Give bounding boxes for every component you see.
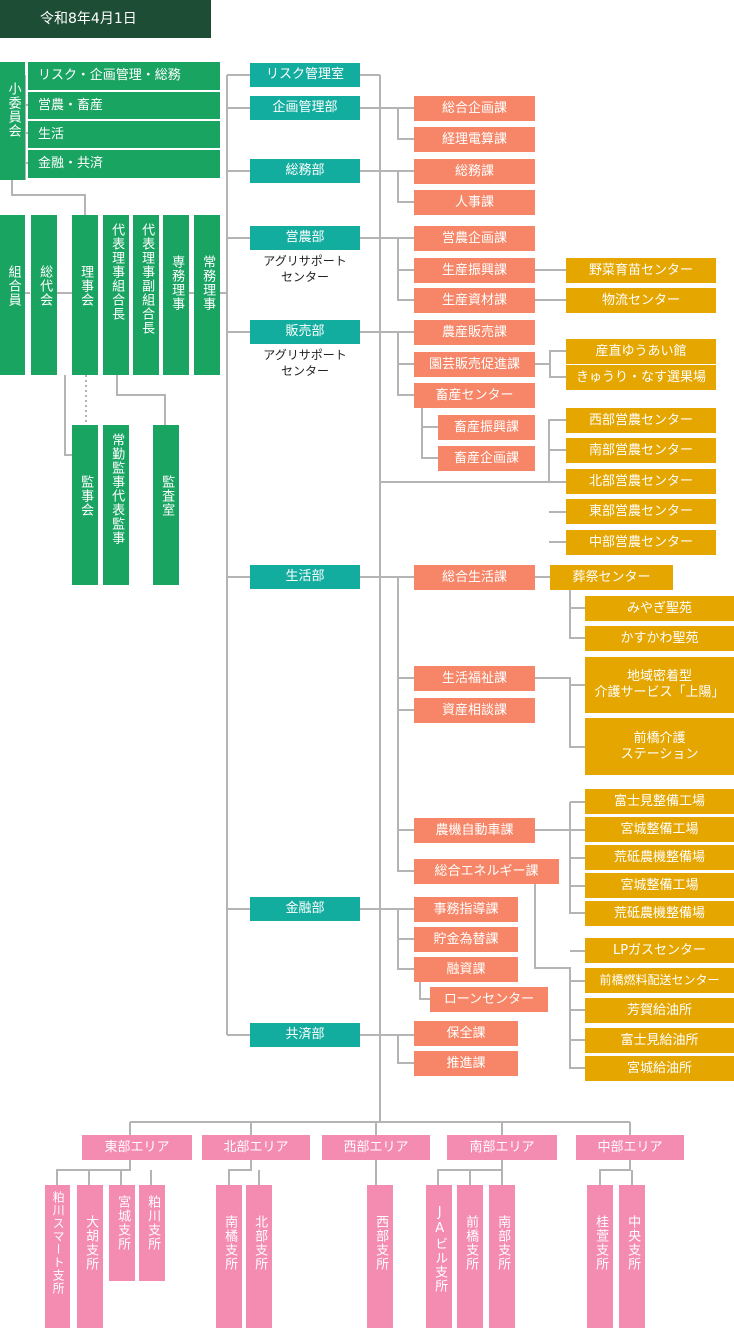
branch-west-1: 西部支所 xyxy=(367,1185,393,1328)
rep-auditor-box: 常勤監事代表監事 xyxy=(103,425,129,585)
farming-center-south: 南部営農センター xyxy=(566,438,716,463)
section-sales-1: 農産販売課 xyxy=(414,320,535,345)
senior-director-box: 専務理事 xyxy=(163,215,189,375)
branch-north-1: 南橘支所 xyxy=(216,1185,242,1328)
section-sales-2: 園芸販売促進課 xyxy=(414,352,535,377)
farming-center-central: 中部営農センター xyxy=(566,530,716,555)
section-life-1: 総合生活課 xyxy=(414,565,535,590)
machinery-2: 宮城整備工場 xyxy=(585,817,734,842)
section-finance-1: 事務指導課 xyxy=(414,897,518,922)
branch-north-2: 北部支所 xyxy=(246,1185,272,1328)
section-farming-3: 生産資材課 xyxy=(414,288,535,313)
dept-risk: リスク管理室 xyxy=(250,63,360,87)
committee-title: 小委員会 xyxy=(0,62,25,180)
energy-1: LPガスセンター xyxy=(585,938,734,963)
branch-east-1: 粕川スマート支所 xyxy=(45,1185,70,1328)
dept-life: 生活部 xyxy=(250,565,360,589)
dept-general: 総務部 xyxy=(250,159,360,183)
branch-central-2: 中央支所 xyxy=(619,1185,645,1328)
farming-center-north: 北部営農センター xyxy=(566,469,716,494)
energy-4: 富士見給油所 xyxy=(585,1028,734,1053)
committee-item-risk: リスク・企画管理・総務 xyxy=(28,62,220,90)
committee-item-finance: 金融・共済 xyxy=(28,150,220,178)
center-seedling: 野菜育苗センター xyxy=(566,258,716,283)
machinery-5: 荒砥農機整備場 xyxy=(585,901,734,926)
section-life-2: 生活福祉課 xyxy=(414,666,535,691)
branch-east-3: 宮城支所 xyxy=(109,1185,135,1281)
members-box: 組合員 xyxy=(0,215,25,375)
area-central: 中部エリア xyxy=(576,1135,684,1160)
loan-center: ローンセンター xyxy=(430,987,548,1012)
general-meeting-box: 総代会 xyxy=(31,215,57,375)
area-south: 南部エリア xyxy=(447,1135,557,1160)
board-box: 理事会 xyxy=(72,215,98,375)
machinery-3: 荒砥農機整備場 xyxy=(585,845,734,870)
care-service-1: 地域密着型 介護サービス「上陽」 xyxy=(585,657,734,713)
area-east: 東部エリア xyxy=(82,1135,192,1160)
section-general-1: 総務課 xyxy=(414,159,535,184)
section-life-5: 総合エネルギー課 xyxy=(414,859,559,884)
vice-president-box: 代表理事副組合長 xyxy=(133,215,159,375)
dept-planning: 企画管理部 xyxy=(250,96,360,120)
section-planning-2: 経理電算課 xyxy=(414,127,535,152)
section-finance-3: 融資課 xyxy=(414,957,518,982)
committee-item-farming: 営農・畜産 xyxy=(28,92,220,119)
section-sales-3: 畜産センター xyxy=(414,383,535,408)
machinery-4: 宮城整備工場 xyxy=(585,873,734,898)
date-header: 令和8年4月1日 xyxy=(0,0,211,38)
branch-south-1: JAビル支所 xyxy=(426,1185,452,1328)
funeral-hall-1: みやぎ聖苑 xyxy=(585,596,734,621)
section-planning-1: 総合企画課 xyxy=(414,96,535,121)
machinery-1: 富士見整備工場 xyxy=(585,789,734,814)
section-mutual-1: 保全課 xyxy=(414,1021,518,1046)
funeral-center: 葬祭センター xyxy=(550,565,673,590)
dept-sales: 販売部 xyxy=(250,320,360,344)
managing-director-box: 常務理事 xyxy=(194,215,220,375)
section-finance-2: 貯金為替課 xyxy=(414,927,518,952)
farming-center-west: 西部営農センター xyxy=(566,408,716,433)
president-box: 代表理事組合長 xyxy=(103,215,129,375)
dept-farming: 営農部 xyxy=(250,226,360,250)
section-general-2: 人事課 xyxy=(414,190,535,215)
section-life-3: 資産相談課 xyxy=(414,698,535,723)
energy-2: 前橋燃料配送センター xyxy=(585,968,734,993)
committee-item-life: 生活 xyxy=(28,121,220,148)
shop-sorting: きゅうり・なす選果場 xyxy=(566,365,716,390)
section-farming-1: 営農企画課 xyxy=(414,226,535,251)
area-north: 北部エリア xyxy=(202,1135,310,1160)
branch-east-4: 粕川支所 xyxy=(139,1185,165,1281)
energy-5: 宮城給油所 xyxy=(585,1056,734,1081)
section-farming-2: 生産振興課 xyxy=(414,258,535,283)
energy-3: 芳賀給油所 xyxy=(585,998,734,1023)
sales-note: アグリサポート センター xyxy=(263,348,347,378)
audit-office-box: 監査室 xyxy=(153,425,179,585)
funeral-hall-2: かすかわ聖苑 xyxy=(585,626,734,651)
dept-finance: 金融部 xyxy=(250,897,360,921)
area-west: 西部エリア xyxy=(322,1135,430,1160)
branch-south-2: 前橋支所 xyxy=(457,1185,483,1328)
dept-mutual: 共済部 xyxy=(250,1023,360,1047)
care-service-2: 前橋介護 ステーション xyxy=(585,718,734,775)
section-livestock-1: 畜産振興課 xyxy=(438,415,535,440)
branch-central-1: 桂萱支所 xyxy=(587,1185,613,1328)
shop-direct: 産直ゆうあい館 xyxy=(566,339,716,364)
farming-note: アグリサポート センター xyxy=(263,254,347,284)
branch-south-3: 南部支所 xyxy=(489,1185,515,1328)
section-livestock-2: 畜産企画課 xyxy=(438,446,535,471)
center-logistics: 物流センター xyxy=(566,288,716,313)
auditors-box: 監事会 xyxy=(72,425,98,585)
section-mutual-2: 推進課 xyxy=(414,1051,518,1076)
farming-center-east: 東部営農センター xyxy=(566,499,716,524)
section-life-4: 農機自動車課 xyxy=(414,818,535,843)
branch-east-2: 大胡支所 xyxy=(77,1185,103,1328)
